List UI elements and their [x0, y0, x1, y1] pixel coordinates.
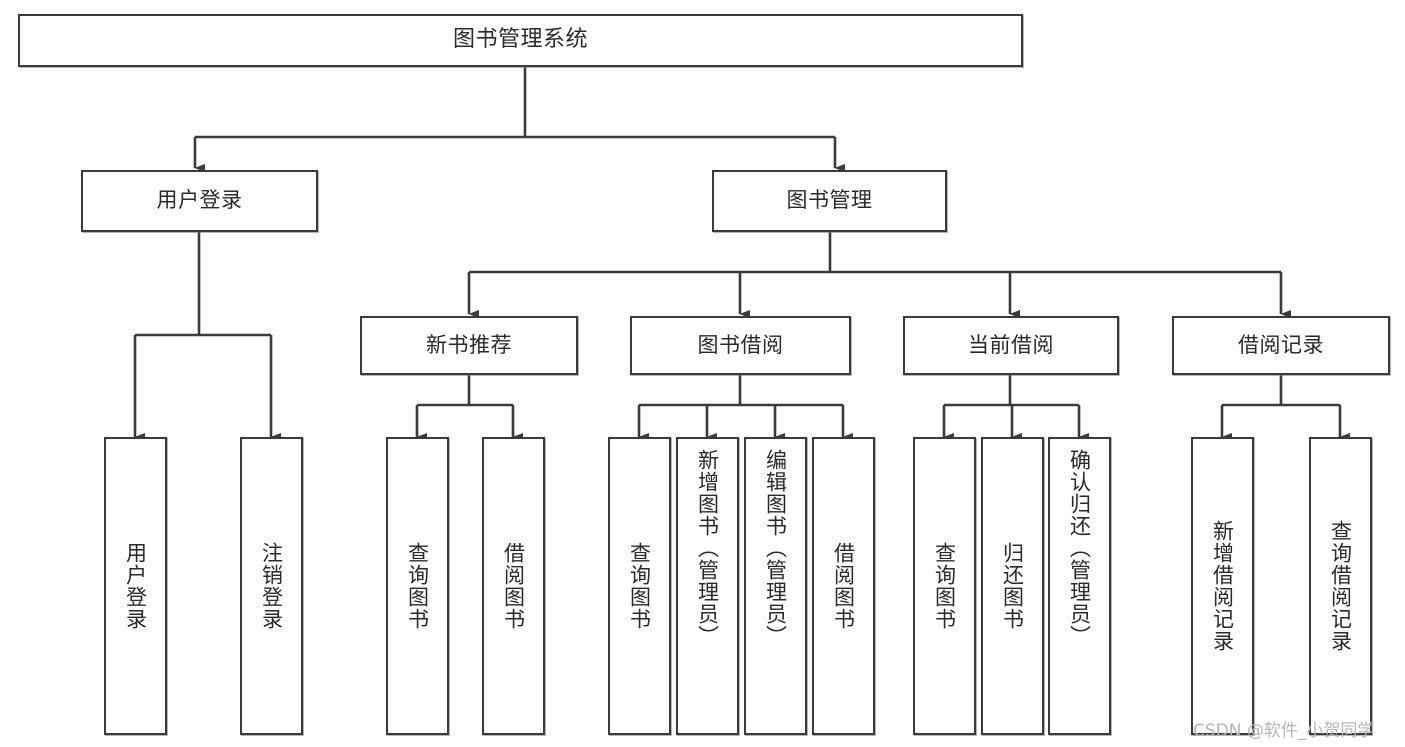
node-label: 查询图书 — [627, 542, 652, 630]
node-leaf-user-login[interactable]: 用户登录 — [104, 437, 167, 735]
node-leaf-query-book-3[interactable]: 查询图书 — [913, 437, 976, 735]
node-leaf-borrow-book-1[interactable]: 借阅图书 — [482, 437, 545, 735]
node-current-borrow[interactable]: 当前借阅 — [903, 316, 1119, 375]
node-label: 确认归还（管理员） — [1067, 449, 1092, 647]
node-label: 图书借阅 — [697, 332, 784, 357]
node-user-login[interactable]: 用户登录 — [81, 170, 318, 232]
node-new-book-recommend[interactable]: 新书推荐 — [360, 316, 578, 375]
node-label: 查询图书 — [932, 542, 957, 630]
node-leaf-add-record[interactable]: 新增借阅记录 — [1191, 437, 1254, 735]
node-label: 借阅图书 — [831, 542, 856, 630]
node-label: 注销登录 — [259, 542, 284, 630]
node-label: 用户登录 — [123, 542, 148, 630]
node-borrow-record[interactable]: 借阅记录 — [1172, 316, 1390, 375]
node-label: 新书推荐 — [426, 332, 512, 357]
node-leaf-query-book-1[interactable]: 查询图书 — [386, 437, 449, 735]
node-leaf-return-book[interactable]: 归还图书 — [981, 437, 1044, 735]
node-leaf-query-book-2[interactable]: 查询图书 — [608, 437, 671, 735]
node-leaf-confirm-return[interactable]: 确认归还（管理员） — [1048, 437, 1111, 735]
node-leaf-edit-book[interactable]: 编辑图书（管理员） — [744, 437, 807, 735]
node-label: 图书管理系统 — [452, 27, 588, 53]
node-leaf-borrow-book-2[interactable]: 借阅图书 — [812, 437, 875, 735]
node-leaf-logout-login[interactable]: 注销登录 — [240, 437, 303, 735]
node-label: 编辑图书（管理员） — [763, 449, 788, 647]
node-leaf-query-record[interactable]: 查询借阅记录 — [1309, 437, 1372, 735]
node-label: 新增借阅记录 — [1210, 520, 1235, 652]
node-label: 查询图书 — [405, 542, 430, 630]
node-root-system[interactable]: 图书管理系统 — [18, 14, 1023, 67]
node-label: 新增图书（管理员） — [695, 449, 720, 647]
node-label: 归还图书 — [1000, 542, 1025, 630]
node-book-management[interactable]: 图书管理 — [712, 170, 947, 232]
node-label: 图书管理 — [786, 188, 873, 213]
node-label: 用户登录 — [156, 188, 243, 213]
node-label: 借阅记录 — [1238, 332, 1324, 357]
node-leaf-add-book[interactable]: 新增图书（管理员） — [676, 437, 739, 735]
node-label: 借阅图书 — [501, 542, 526, 630]
node-book-borrow[interactable]: 图书借阅 — [630, 316, 851, 375]
node-label: 查询借阅记录 — [1328, 520, 1353, 652]
node-label: 当前借阅 — [968, 332, 1054, 357]
